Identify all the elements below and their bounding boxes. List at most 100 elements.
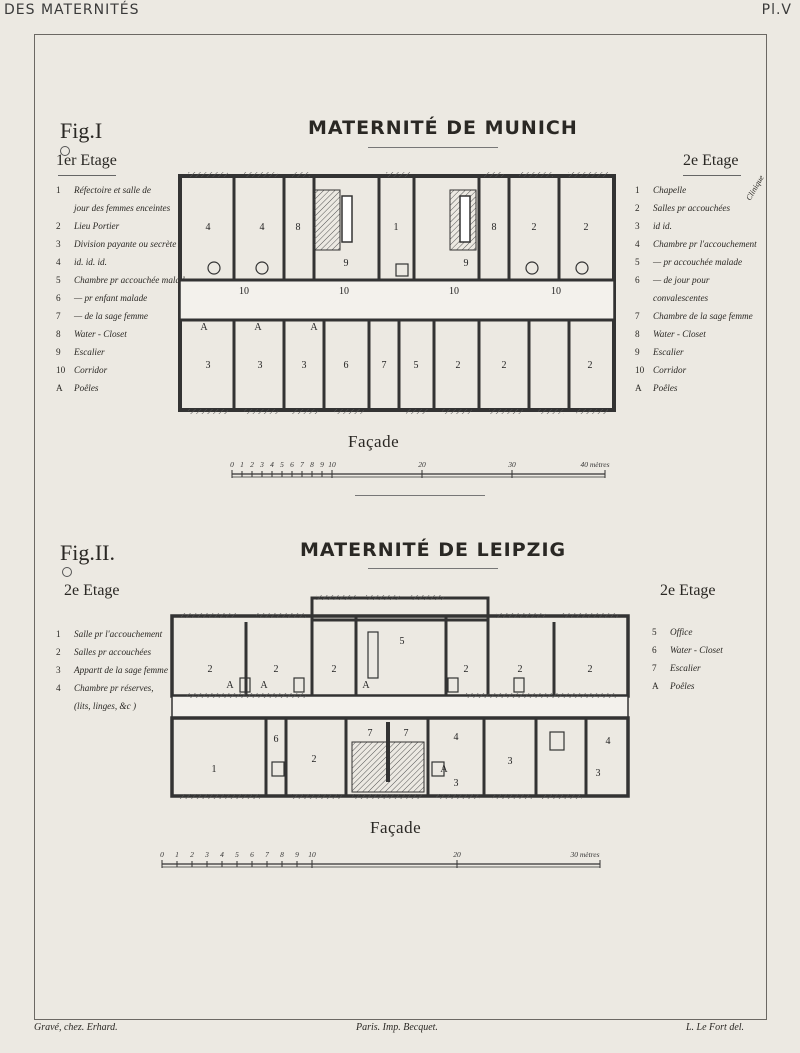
- scale-tick: 5: [280, 460, 284, 469]
- scale-tick: 40 mètres: [580, 460, 609, 469]
- scale-tick: 10: [328, 460, 336, 469]
- room-number: 4: [454, 732, 459, 743]
- room-number: 3: [596, 768, 601, 779]
- room-number: 3: [302, 360, 307, 371]
- scale-tick: 2: [250, 460, 254, 469]
- scale-tick: 9: [295, 850, 299, 859]
- legend-item: 6— de jour pour: [635, 275, 710, 285]
- title-rule: [368, 568, 498, 569]
- room-number: 3: [258, 360, 263, 371]
- scale-tick: 0: [160, 850, 164, 859]
- stove-label: A: [260, 680, 268, 691]
- section-divider: [355, 495, 485, 496]
- corridor-label: 10: [449, 286, 459, 297]
- corridor-label: 10: [239, 286, 249, 297]
- title-rule: [368, 147, 498, 148]
- plate-frame: [34, 34, 767, 1020]
- room-number: 4: [206, 222, 211, 233]
- scale-tick: 30: [507, 460, 516, 469]
- scale-tick: 2: [190, 850, 194, 859]
- scale-tick: 9: [320, 460, 324, 469]
- fig1-mark-icon: [60, 146, 70, 156]
- room-number: 3: [508, 756, 513, 767]
- room-number: 2: [588, 664, 593, 675]
- corridor-label: 10: [551, 286, 561, 297]
- stove-label: A: [310, 322, 318, 333]
- printer-credit: Paris. Imp. Becquet.: [356, 1022, 438, 1033]
- scale-tick: 3: [259, 460, 264, 469]
- room-number: 2: [532, 222, 537, 233]
- fig1-left-floor: 1er Etage: [56, 152, 117, 169]
- room-number: 4: [606, 736, 611, 747]
- fig2-mark-icon: [62, 567, 72, 577]
- room-number: 8: [296, 222, 301, 233]
- room-number: 1: [212, 764, 217, 775]
- room-number: 2: [502, 360, 507, 371]
- room-number: 2: [312, 754, 317, 765]
- floor-rule: [683, 175, 741, 176]
- fig2-facade-label: Façade: [370, 818, 422, 837]
- fig1-scale-bar: 0 1 2 3 4 5 6 7 8 9 10 20 30 40 mètres: [230, 460, 610, 478]
- fig1-right-floor: 2e Etage: [683, 152, 739, 169]
- scale-tick: 10: [308, 850, 316, 859]
- room-number: 9: [464, 258, 469, 269]
- room-number: 2: [456, 360, 461, 371]
- room-number: 6: [274, 734, 279, 745]
- stove-label: A: [362, 680, 370, 691]
- room-number: 3: [206, 360, 211, 371]
- fig2-scale-bar: 0 1 2 3 4 5 6 7 8 9 10 20 30 mètres: [160, 850, 601, 868]
- fig2-title: MATERNITÉ DE LEIPZIG: [300, 539, 567, 561]
- room-number: 6: [344, 360, 349, 371]
- fig1-facade-label: Façade: [348, 432, 400, 451]
- room-number: 8: [492, 222, 497, 233]
- legend-item: 5— pr accouchée malade: [635, 257, 743, 267]
- scale-tick: 7: [265, 850, 269, 859]
- scale-tick: 7: [300, 460, 304, 469]
- room-number: 9: [344, 258, 349, 269]
- scale-tick: 6: [250, 850, 254, 859]
- scale-tick: 30 mètres: [569, 850, 599, 859]
- room-number: 2: [208, 664, 213, 675]
- legend-item: jour des femmes enceintes: [74, 203, 171, 213]
- scale-tick: 4: [220, 850, 224, 859]
- scale-tick: 0: [230, 460, 234, 469]
- corridor-label: 10: [339, 286, 349, 297]
- room-number: 5: [414, 360, 419, 371]
- draughtsman-credit: L. Le Fort del.: [686, 1022, 745, 1033]
- running-head-left: DES MATERNITÉS: [4, 2, 140, 18]
- room-number: 2: [274, 664, 279, 675]
- scale-tick: 20: [418, 460, 426, 469]
- fig1-label: Fig.I: [60, 118, 103, 143]
- fig1-title: MATERNITÉ DE MUNICH: [308, 117, 578, 139]
- room-number: 4: [260, 222, 265, 233]
- room-number: 2: [584, 222, 589, 233]
- room-number: 7: [404, 728, 409, 739]
- fig2-right-floor: 2e Etage: [660, 582, 716, 599]
- legend-item: convalescentes: [653, 293, 709, 303]
- room-number: 2: [464, 664, 469, 675]
